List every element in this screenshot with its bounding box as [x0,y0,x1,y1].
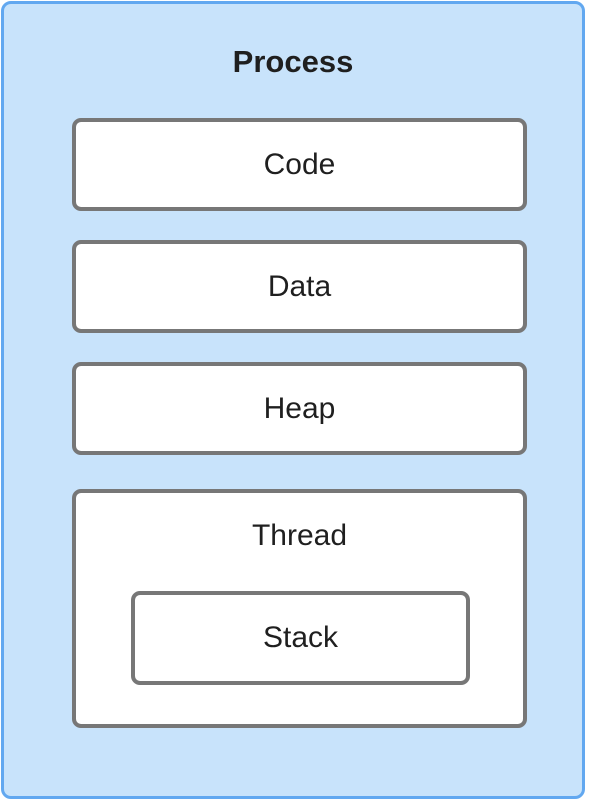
stack-box: Stack [131,591,470,685]
process-title: Process [232,44,354,79]
stack-label: Stack [262,621,339,654]
thread-title: Thread [251,519,348,552]
data-segment-box: Data [72,240,527,333]
data-segment-label: Data [267,269,332,303]
heap-segment-box: Heap [72,362,527,455]
heap-segment-label: Heap [263,391,336,425]
code-segment-label: Code [263,147,336,181]
process-container: Process Code Data Heap Thread Stack [1,1,585,799]
thread-box: Thread Stack [72,489,527,728]
code-segment-box: Code [72,118,527,211]
